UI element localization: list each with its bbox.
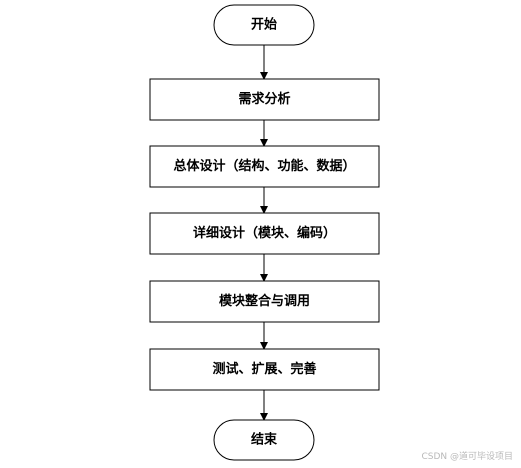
- step-requirements-analysis-label: 需求分析: [238, 91, 290, 107]
- watermark-text: CSDN @道可毕设项目: [421, 452, 513, 462]
- step-detailed-design: [149, 212, 380, 255]
- step-testing: [149, 348, 380, 391]
- end-label: 结束: [251, 432, 278, 448]
- step-testing-label: 测试、扩展、完善: [212, 361, 316, 377]
- step-requirements-analysis: [149, 78, 380, 121]
- end-terminal: [213, 419, 315, 461]
- step-module-integration: [149, 280, 380, 323]
- step-overall-design-label: 总体设计（结构、功能、数据）: [173, 158, 355, 174]
- start-label: 开始: [251, 17, 277, 33]
- step-module-integration-label: 模块整合与调用: [219, 293, 310, 309]
- step-detailed-design-label: 详细设计（模块、编码）: [193, 225, 336, 241]
